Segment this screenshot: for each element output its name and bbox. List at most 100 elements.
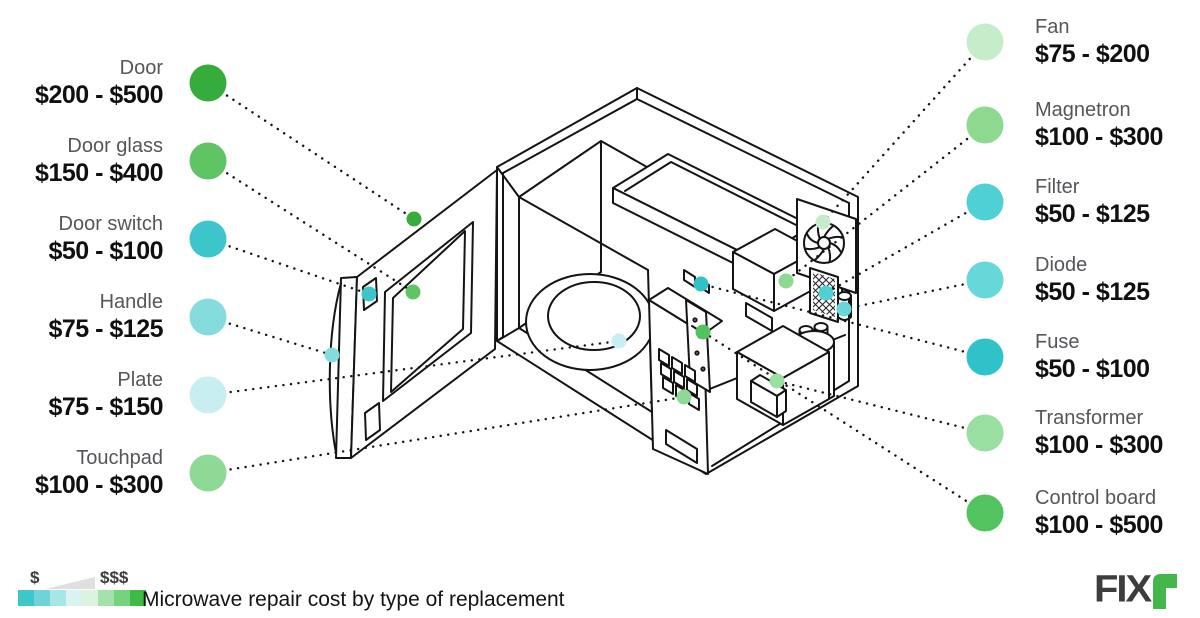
part-dot-diode (836, 301, 852, 317)
label-door-glass: Door glass $150 - $400 (0, 134, 163, 188)
label-door: Door $200 - $500 (0, 56, 163, 110)
label-dot-filter (966, 183, 1004, 221)
part-name: Door (119, 57, 163, 79)
part-name: Door glass (67, 135, 163, 157)
microwave-line-art (328, 87, 859, 475)
part-price: $100 - $300 (1035, 431, 1163, 459)
part-price: $50 - $125 (1035, 200, 1150, 228)
cost-swatch (18, 590, 34, 606)
part-price: $50 - $100 (1035, 355, 1150, 383)
leader-door (206, 81, 416, 221)
transformer-drawing (736, 325, 830, 426)
leader-filter (824, 200, 987, 295)
part-price: $75 - $125 (48, 315, 163, 343)
label-touchpad: Touchpad $100 - $300 (0, 446, 163, 500)
leader-plate (206, 339, 621, 397)
part-price: $75 - $150 (48, 393, 163, 421)
label-dot-fuse (966, 338, 1004, 376)
leader-lines (206, 40, 987, 515)
cost-scale-max-label: $$$ (100, 568, 129, 587)
label-plate: Plate $75 - $150 (0, 368, 163, 422)
cost-swatch (114, 590, 130, 606)
part-price: $75 - $200 (1035, 40, 1150, 68)
part-price: $100 - $300 (35, 471, 163, 499)
leader-diode (842, 278, 987, 311)
part-name: Plate (117, 369, 163, 391)
part-dot-door-glass (405, 284, 421, 300)
cost-swatch (34, 590, 50, 606)
cost-swatch (66, 590, 82, 606)
label-fan: Fan $75 - $200 (1035, 15, 1200, 69)
part-name: Touchpad (76, 447, 163, 469)
part-price: $100 - $500 (1035, 511, 1163, 539)
part-price: $150 - $400 (35, 159, 163, 187)
leader-touchpad (206, 395, 686, 475)
label-dot-fan (966, 23, 1004, 61)
label-dots (189, 23, 1004, 532)
label-dot-touchpad (189, 454, 227, 492)
part-name: Fuse (1035, 331, 1080, 353)
part-name: Transformer (1035, 407, 1144, 429)
part-name: Handle (99, 291, 163, 313)
cost-scale-min-label: $ (30, 568, 40, 587)
label-dot-magnetron (966, 106, 1004, 144)
label-dot-door (189, 64, 227, 102)
control-panel-drawing (648, 269, 723, 475)
part-dot-transformer (769, 373, 785, 389)
cost-swatch (98, 590, 114, 606)
plate-drawing (525, 273, 655, 371)
fixr-logo-r-icon (1153, 574, 1178, 609)
part-dots (324, 211, 852, 405)
leader-door-glass (206, 159, 415, 294)
part-dot-handle (324, 347, 340, 363)
label-magnetron: Magnetron $100 - $300 (1035, 98, 1200, 152)
part-dot-door-switch (361, 286, 377, 302)
part-name: Fan (1035, 16, 1070, 38)
label-handle: Handle $75 - $125 (0, 290, 163, 344)
part-price: $200 - $500 (35, 81, 163, 109)
label-transformer: Transformer $100 - $300 (1035, 406, 1200, 460)
label-dot-transformer (966, 414, 1004, 452)
label-dot-door-glass (189, 142, 227, 180)
label-fuse: Fuse $50 - $100 (1035, 330, 1200, 384)
part-price: $50 - $125 (1035, 278, 1150, 306)
leader-transformer (775, 379, 987, 435)
part-dot-fan (815, 214, 831, 230)
label-control-board: Control board $100 - $500 (1035, 486, 1200, 540)
leader-fuse (699, 282, 987, 359)
part-name: Diode (1035, 254, 1088, 276)
fixr-logo: FIX (1094, 568, 1178, 610)
leader-control-board (701, 330, 987, 515)
fixr-logo-text: FIX (1094, 568, 1152, 610)
part-dot-magnetron (778, 273, 794, 289)
part-dot-door (406, 211, 422, 227)
cost-ramp-triangle (45, 577, 95, 589)
part-dot-touchpad (676, 389, 692, 405)
leader-fan (821, 40, 987, 224)
cost-scale-swatches (18, 590, 146, 606)
part-name: Control board (1035, 487, 1157, 509)
diagram-caption: Microwave repair cost by type of replace… (142, 588, 565, 611)
cost-swatch (50, 590, 66, 606)
label-dot-handle (189, 298, 227, 336)
label-dot-control-board (966, 494, 1004, 532)
cost-swatch (82, 590, 98, 606)
label-dot-diode (966, 261, 1004, 299)
part-price: $100 - $300 (1035, 123, 1163, 151)
leader-door-switch (206, 237, 371, 296)
part-dot-plate (611, 333, 627, 349)
label-filter: Filter $50 - $125 (1035, 175, 1200, 229)
part-dot-filter (818, 285, 834, 301)
label-diode: Diode $50 - $125 (1035, 253, 1200, 307)
part-name: Door switch (58, 213, 163, 235)
part-dot-control-board (695, 324, 711, 340)
cost-swatch (130, 590, 146, 606)
label-door-switch: Door switch $50 - $100 (0, 212, 163, 266)
part-name: Magnetron (1035, 99, 1131, 121)
part-price: $50 - $100 (48, 237, 163, 265)
part-name: Filter (1035, 176, 1080, 198)
label-dot-door-switch (189, 220, 227, 258)
door-drawing (328, 169, 498, 459)
